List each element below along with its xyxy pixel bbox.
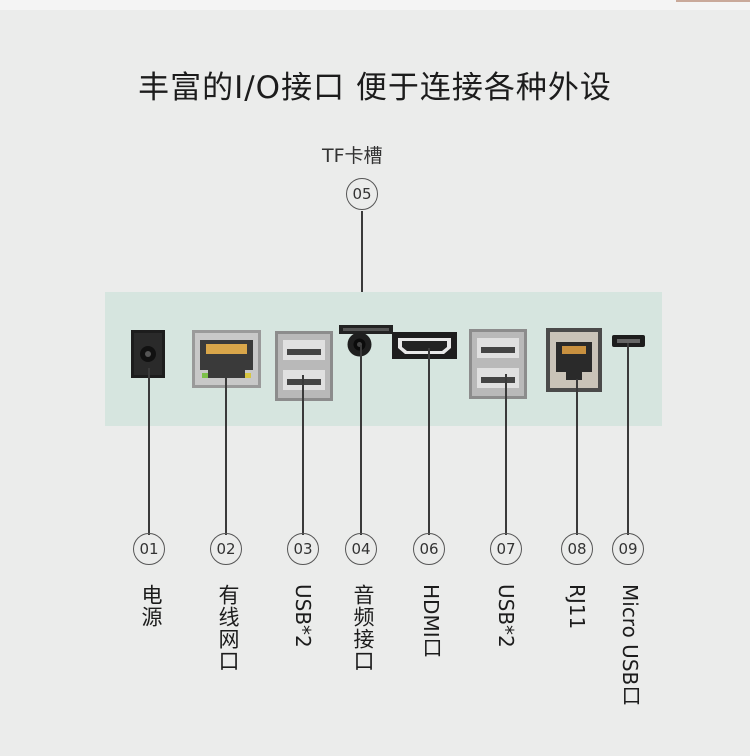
leader-line-07 xyxy=(505,374,507,535)
label-rj11: RJ11 xyxy=(565,584,589,630)
callout-09: 09 xyxy=(612,533,644,565)
page-title: 丰富的I/O接口 便于连接各种外设 xyxy=(138,70,612,106)
tf-card-slot xyxy=(339,319,393,334)
callout-08: 08 xyxy=(561,533,593,565)
leader-line-03 xyxy=(302,375,304,535)
micro-usb-port xyxy=(612,332,645,347)
label-audio: 音频接口 xyxy=(351,584,375,672)
callout-03: 03 xyxy=(287,533,319,565)
label-hdmi: HDMI口 xyxy=(419,584,443,658)
tf-slot-label: TF卡槽 xyxy=(322,145,383,167)
label-usb-left: USB*2 xyxy=(291,584,315,648)
callout-01: 01 xyxy=(133,533,165,565)
label-ethernet: 有线网口 xyxy=(216,584,240,672)
callout-04: 04 xyxy=(345,533,377,565)
leader-line-04 xyxy=(360,345,362,535)
ethernet-port xyxy=(192,330,261,388)
label-usb-right: USB*2 xyxy=(494,584,518,648)
usb-port-pair-right xyxy=(469,329,527,399)
audio-jack xyxy=(347,332,372,357)
leader-line-06 xyxy=(428,348,430,535)
callout-02: 02 xyxy=(210,533,242,565)
top-accent-line xyxy=(676,0,750,2)
leader-line-01 xyxy=(148,368,150,535)
hdmi-port xyxy=(392,332,457,359)
label-power: 电源 xyxy=(139,584,163,628)
top-strip xyxy=(0,0,750,10)
callout-05: 05 xyxy=(346,178,378,210)
leader-line-09 xyxy=(627,343,629,535)
usb-port-pair-left xyxy=(275,331,333,401)
callout-06: 06 xyxy=(413,533,445,565)
device-io-panel xyxy=(105,292,662,426)
rj11-port xyxy=(546,328,602,392)
leader-line-05 xyxy=(361,211,363,315)
callout-07: 07 xyxy=(490,533,522,565)
leader-line-08 xyxy=(576,379,578,535)
leader-line-02 xyxy=(225,378,227,535)
label-micro-usb: Micro USB口 xyxy=(618,584,642,706)
